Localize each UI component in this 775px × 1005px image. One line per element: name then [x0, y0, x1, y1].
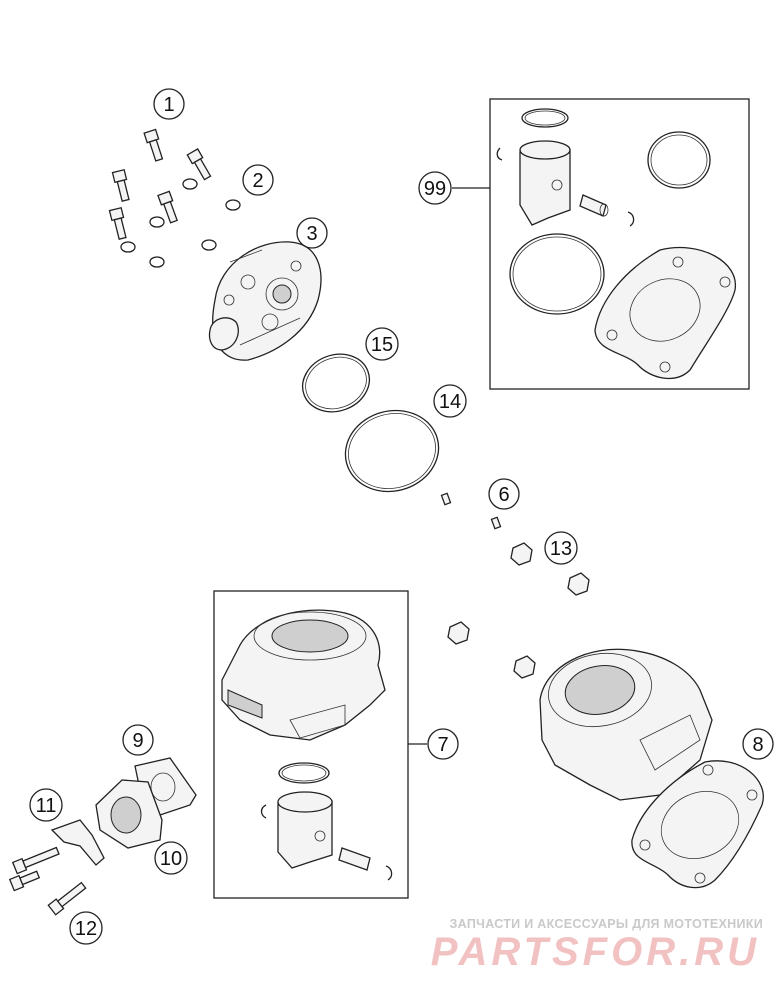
callout-label: 15: [371, 334, 393, 356]
callout-8: 8: [742, 728, 774, 760]
callout-label: 14: [439, 391, 461, 413]
watermark-brand: PARTSFOR.RU: [431, 930, 760, 974]
callout-1: 1: [153, 88, 185, 120]
callout-99: 99: [418, 171, 452, 205]
callout-label: 6: [498, 484, 509, 506]
callout-label: 13: [550, 538, 572, 560]
o-ring-15: [301, 353, 371, 413]
cylinder-head: [208, 241, 322, 361]
washer: [201, 239, 217, 251]
nut: [447, 621, 470, 645]
callout-9: 9: [122, 724, 154, 756]
callout-2: 2: [242, 164, 274, 196]
washer: [182, 178, 198, 190]
watermark-caption: ЗАПЧАСТИ И АКСЕССУАРЫ ДЛЯ МОТОТЕХНИКИ: [450, 917, 763, 931]
callout-label: 1: [163, 94, 174, 116]
dowel-pin: [440, 492, 452, 506]
callout-7: 7: [427, 728, 459, 760]
callout-15: 15: [365, 327, 399, 361]
cylinder-8: [539, 648, 764, 889]
washer: [149, 216, 165, 228]
piston-kit: [496, 108, 736, 380]
base-gasket: [594, 246, 736, 380]
dowel-pin: [490, 516, 502, 530]
callout-6: 6: [488, 478, 520, 510]
callout-label: 10: [160, 848, 182, 870]
bolt: [157, 190, 178, 224]
callout-10: 10: [154, 841, 188, 875]
bolt: [143, 128, 164, 162]
callout-label: 8: [752, 734, 763, 756]
o-ring-14: [344, 409, 440, 493]
callout-14: 14: [433, 384, 467, 418]
nut: [513, 655, 536, 679]
bolt-group: [108, 128, 212, 240]
piston: [519, 149, 571, 226]
callout-13: 13: [544, 531, 578, 565]
bolt: [111, 168, 130, 202]
callout-label: 3: [306, 223, 317, 245]
nut-group: [447, 542, 590, 679]
washer: [225, 199, 241, 211]
intake-bolt-12: [47, 881, 87, 916]
nut: [567, 572, 590, 596]
callout-label: 99: [424, 178, 446, 200]
intake-assembly: [8, 757, 197, 916]
intake-bolt: [11, 846, 60, 875]
bolt: [108, 206, 127, 240]
piston-kit-o-ring-large: [509, 233, 605, 315]
piston-kit-o-ring-small: [647, 131, 711, 189]
cylinder-assembly-7: [221, 609, 393, 881]
bolt: [186, 148, 212, 181]
nut: [510, 542, 533, 566]
callout-label: 11: [36, 795, 57, 817]
clamp-bracket-11: [50, 819, 105, 866]
o-ring-15-inner: [305, 356, 367, 410]
callout-12: 12: [69, 911, 103, 945]
callout-3: 3: [296, 217, 328, 249]
callout-label: 7: [437, 734, 448, 756]
callout-label: 12: [75, 918, 97, 940]
cylinder-piston-ring: [278, 762, 330, 784]
washer-group: [120, 178, 241, 268]
intake-bolt: [8, 870, 41, 892]
cylinder-piston-pin: [338, 847, 371, 871]
washer: [149, 256, 165, 268]
callout-11: 11: [29, 788, 63, 822]
washer: [120, 241, 136, 253]
o-ring-14-inner: [348, 413, 436, 489]
piston-ring: [521, 108, 569, 128]
piston-kit-box: [489, 98, 750, 390]
cylinder-gasket-8: [631, 760, 764, 889]
piston-pin: [579, 194, 607, 217]
callout-label: 9: [132, 730, 143, 752]
callout-label: 2: [252, 170, 263, 192]
